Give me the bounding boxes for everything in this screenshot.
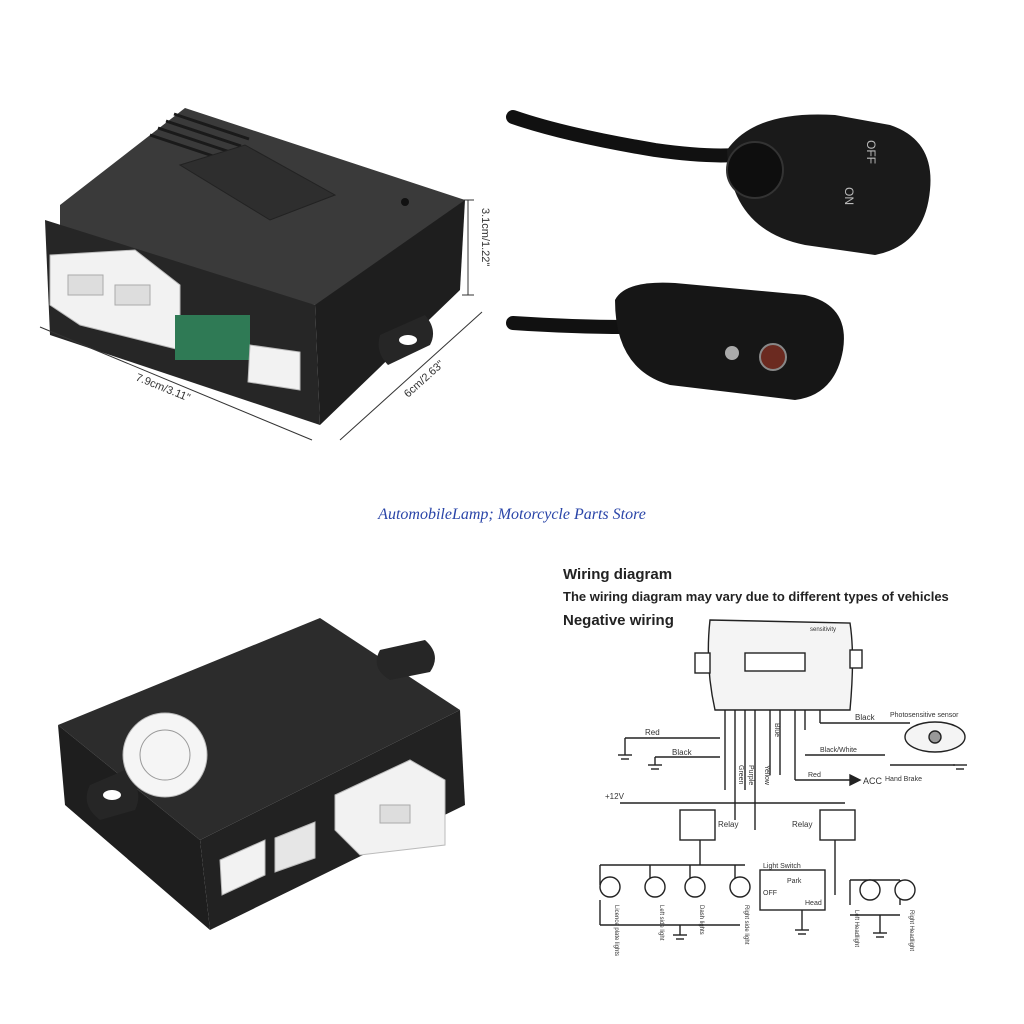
circuit-board bbox=[175, 315, 250, 360]
wiring-label-purple: Purple bbox=[747, 765, 754, 785]
wiring-label-black-white: Black/White bbox=[820, 747, 857, 754]
wiring-label-left-side: Left side light bbox=[658, 905, 664, 941]
wiring-diagram-subtitle: The wiring diagram may vary due to diffe… bbox=[563, 589, 949, 604]
wiring-label-photosensor: Photosensitive sensor bbox=[890, 712, 959, 719]
wiring-label-off: OFF bbox=[763, 890, 777, 897]
wiring-label-relay-right: Relay bbox=[792, 820, 812, 829]
height-dimension: 3.1cm/1.22" bbox=[479, 208, 491, 266]
wiring-label-licence: Licence plate lights bbox=[613, 905, 619, 956]
switch-housing bbox=[727, 114, 931, 255]
wiring-label-light-switch: Light Switch bbox=[763, 863, 801, 870]
store-name: AutomobileLamp; Motorcycle Parts Store bbox=[378, 506, 646, 523]
switch-button bbox=[726, 141, 784, 199]
wiring-controller-display bbox=[744, 652, 806, 672]
wiring-label-hand-brake: Hand Brake bbox=[885, 776, 922, 783]
switch-and-sensor-view: ON OFF bbox=[506, 110, 931, 400]
wiring-label-relay-left: Relay bbox=[718, 820, 738, 829]
control-box-side bbox=[315, 200, 465, 425]
wiring-label-park: Park bbox=[787, 878, 802, 885]
wiring-label-left-head: Left Headlight bbox=[853, 910, 859, 947]
wiring-label-right-head: Right Headlight bbox=[908, 910, 914, 951]
label-recess bbox=[178, 144, 337, 221]
wiring-label-acc: ACC bbox=[863, 776, 883, 786]
control-box-dimension-view: 3.1cm/1.22" 7.9cm/3.11" 6cm/2.63" bbox=[39, 108, 491, 441]
bottom-mounting-tab-right bbox=[376, 640, 435, 680]
wiring-label-red-acc: Red bbox=[808, 772, 821, 779]
switch-label-on: ON bbox=[842, 187, 856, 205]
bottom-body-front bbox=[58, 725, 210, 930]
wiring-label-red: Red bbox=[645, 728, 660, 737]
sensor-housing bbox=[615, 282, 844, 400]
wiring-label-yellow: Yellow bbox=[763, 765, 770, 786]
wiring-label-green: Green bbox=[737, 765, 744, 785]
seal-sticker bbox=[122, 712, 208, 798]
wiring-label-12v: +12V bbox=[605, 792, 625, 801]
control-box-bottom-view bbox=[58, 618, 465, 930]
wiring-label-head: Head bbox=[805, 900, 822, 907]
switch-label-off: OFF bbox=[864, 140, 878, 164]
negative-wiring-heading: Negative wiring bbox=[563, 612, 674, 629]
wiring-label-sensitivity: sensitivity bbox=[810, 627, 836, 633]
wiring-label-black-right: Black bbox=[855, 713, 876, 722]
wiring-label-right-side: Right side light bbox=[743, 905, 749, 945]
wiring-label-blue: Blue bbox=[773, 723, 780, 737]
wiring-diagram: sensitivity Photosensitive sensor Black … bbox=[599, 619, 967, 956]
photo-sensor bbox=[759, 343, 787, 371]
wiring-label-dash: Dash lights bbox=[698, 905, 704, 935]
wiring-light-switch bbox=[759, 869, 826, 911]
small-connector bbox=[247, 344, 301, 391]
wiring-label-black: Black bbox=[672, 748, 693, 757]
bottom-small-connector bbox=[219, 839, 266, 896]
sensor-screw bbox=[725, 346, 739, 360]
wiring-diagram-title: Wiring diagram bbox=[563, 566, 673, 583]
led-dot bbox=[401, 198, 409, 206]
